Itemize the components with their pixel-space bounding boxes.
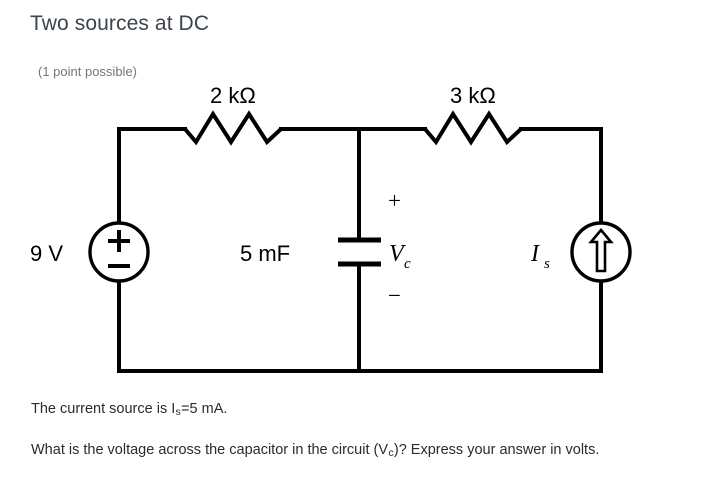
points-possible-note: (1 point possible): [38, 64, 137, 79]
current-source-value-suffix: =5 mA.: [181, 401, 228, 417]
capacitor-plus-sign: +: [388, 188, 401, 213]
resistor-left-label: 2 kΩ: [210, 83, 256, 108]
voltage-source-label: 9 V: [30, 241, 63, 266]
current-source-label: I: [530, 241, 540, 267]
capacitor-voltage-label: V: [389, 241, 406, 267]
question-subscript: c: [388, 447, 394, 460]
current-source-value-subscript: s: [175, 406, 181, 419]
current-source-arrow-up-icon: [588, 227, 614, 273]
capacitor-label: 5 mF: [240, 241, 290, 266]
resistor-icon-left: [183, 110, 283, 146]
question-suffix: )? Express your answer in volts.: [393, 442, 600, 458]
current-source-label-subscript: s: [544, 256, 550, 272]
question-prefix: What is the voltage across the capacitor…: [31, 442, 389, 458]
question-text: What is the voltage across the capacitor…: [31, 440, 599, 463]
current-source-value-prefix: The current source is I: [31, 401, 176, 417]
circuit-diagram: 9 V 2 kΩ 3 kΩ 5 mF + V c − I s: [0, 80, 706, 400]
current-source-value-text: The current source is Is=5 mA.: [31, 399, 227, 422]
capacitor-minus-sign: −: [388, 283, 401, 308]
page-title: Two sources at DC: [30, 12, 210, 35]
resistor-right-label: 3 kΩ: [450, 83, 496, 108]
voltage-source-plus-icon: [108, 230, 130, 252]
resistor-icon-right: [423, 110, 523, 146]
capacitor-voltage-label-subscript: c: [404, 256, 411, 272]
